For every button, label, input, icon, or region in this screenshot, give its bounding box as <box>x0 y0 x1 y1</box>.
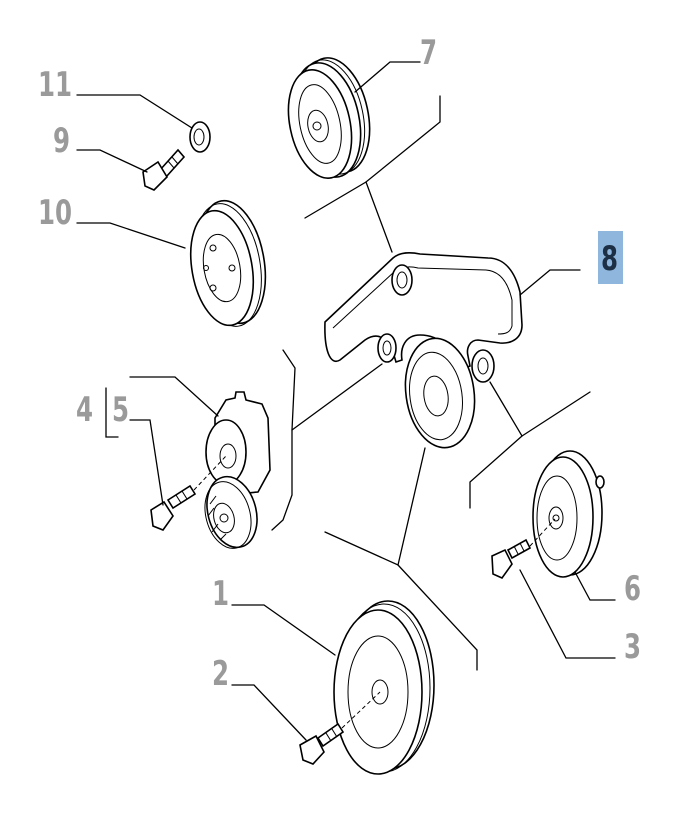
callout-9[interactable]: 9 <box>53 121 71 161</box>
callout-1[interactable]: 1 <box>212 574 230 614</box>
bolt-3 <box>491 518 556 579</box>
bolt-5 <box>150 455 227 531</box>
pulley-6 <box>532 450 605 578</box>
pulley-10 <box>189 199 267 327</box>
callout-7[interactable]: 7 <box>420 33 438 73</box>
pulley-7 <box>287 57 371 179</box>
callout-2[interactable]: 2 <box>212 654 230 694</box>
callout-5[interactable]: 5 <box>112 390 130 430</box>
callout-8[interactable]: 8 <box>601 239 619 279</box>
washer-11 <box>189 121 211 153</box>
leader-lines <box>76 61 616 741</box>
pulley-1 <box>333 600 435 775</box>
callout-3[interactable]: 3 <box>624 627 642 667</box>
callout-8-highlight <box>598 231 623 284</box>
callout-11[interactable]: 11 <box>38 65 73 105</box>
bolt-9 <box>142 148 186 191</box>
callout-10[interactable]: 10 <box>38 193 73 233</box>
bolt-2 <box>299 691 381 765</box>
bracket-8 <box>324 252 523 449</box>
tensioner-4 <box>204 391 271 549</box>
callout-4[interactable]: 4 <box>76 390 94 430</box>
callout-6[interactable]: 6 <box>624 569 642 609</box>
